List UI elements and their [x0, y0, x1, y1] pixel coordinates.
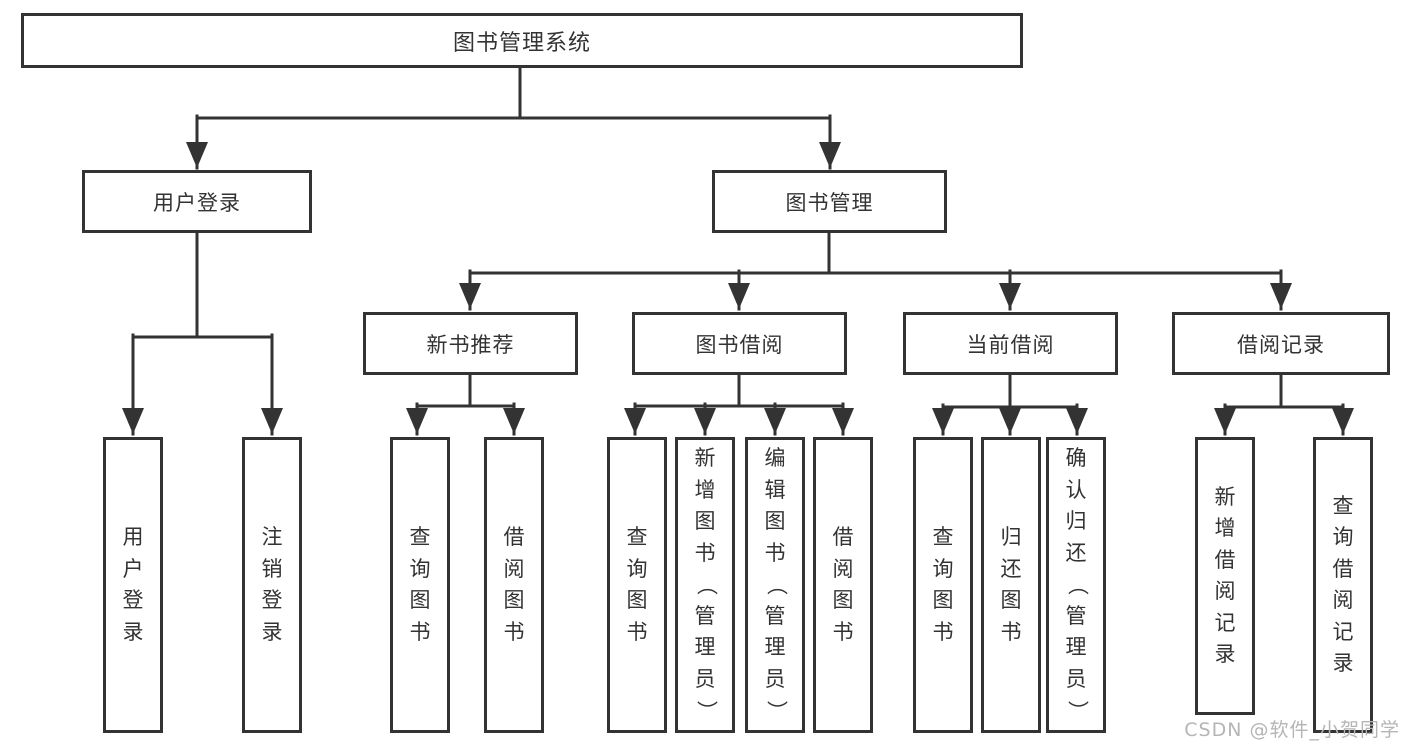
node-current-borrow: 当前借阅: [903, 312, 1118, 375]
node-new-book-recommend: 新书推荐: [363, 312, 578, 375]
leaf-record-add-borrow-record: 新增借阅记录: [1195, 437, 1255, 715]
node-borrow-record: 借阅记录: [1172, 312, 1390, 375]
leaf-borrow-add-book-admin: 新增图书（管理员）: [675, 437, 735, 733]
node-root: 图书管理系统: [21, 13, 1023, 68]
node-user-login: 用户登录: [82, 170, 312, 233]
node-book-borrow: 图书借阅: [632, 312, 847, 375]
leaf-recommend-query-book: 查询图书: [390, 437, 450, 733]
leaf-user-login: 用户登录: [103, 437, 163, 733]
csdn-watermark: CSDN @软件_小贺同学: [1184, 719, 1400, 741]
leaf-record-query-borrow-record: 查询借阅记录: [1313, 437, 1373, 733]
node-book-management: 图书管理: [712, 170, 947, 233]
leaf-borrow-borrow-book: 借阅图书: [813, 437, 873, 733]
leaf-logout: 注销登录: [242, 437, 302, 733]
leaf-current-query-book: 查询图书: [913, 437, 973, 733]
leaf-current-return-book: 归还图书: [981, 437, 1041, 733]
leaf-current-confirm-return-admin: 确认归还（管理员）: [1046, 437, 1106, 733]
leaf-recommend-borrow-book: 借阅图书: [484, 437, 544, 733]
leaf-borrow-query-book: 查询图书: [607, 437, 667, 733]
leaf-borrow-edit-book-admin: 编辑图书（管理员）: [745, 437, 805, 733]
